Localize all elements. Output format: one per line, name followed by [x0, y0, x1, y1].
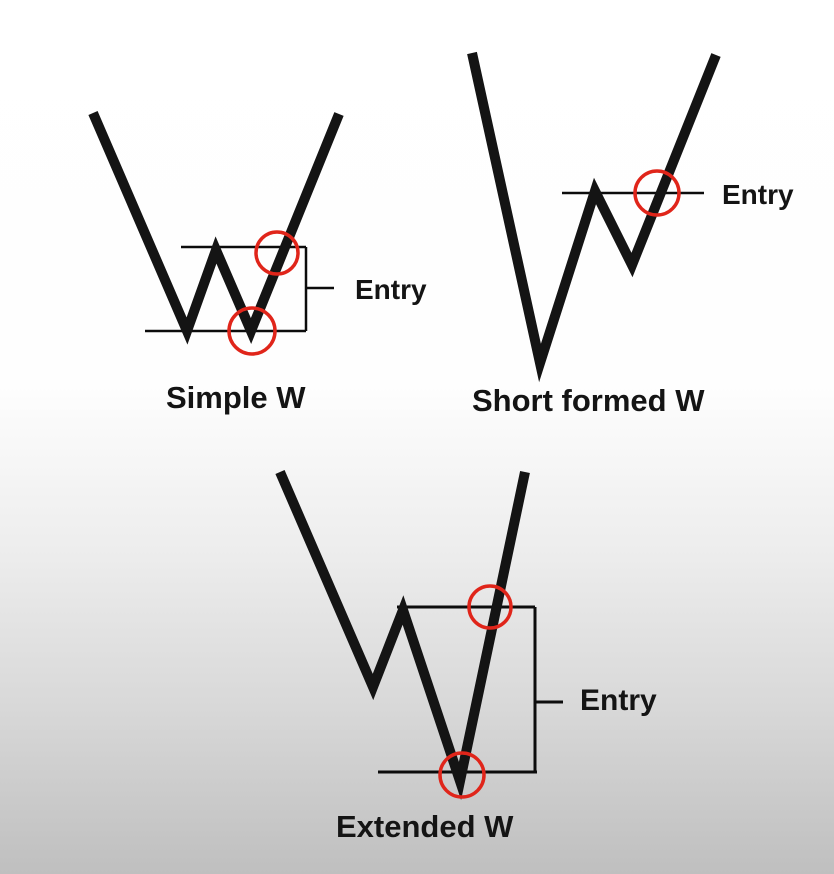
extended-w-group — [275, 470, 563, 801]
simple-w-group — [88, 111, 344, 356]
simple-w-entry-circle — [254, 230, 300, 276]
simple-w-shape — [88, 111, 344, 345]
extended-w-caption: Extended W — [336, 809, 514, 844]
extended-w-entry-circle — [467, 584, 513, 630]
simple-w-entry-label: Entry — [355, 274, 427, 305]
extended-w-entry-label: Entry — [580, 684, 657, 717]
short-formed-w-entry-label: Entry — [722, 179, 794, 210]
extended-w-entry-circle — [438, 751, 486, 799]
simple-w-caption: Simple W — [166, 380, 306, 415]
simple-w-entry-circle — [227, 306, 277, 356]
short-formed-w-shape — [467, 51, 721, 383]
short-formed-w-caption: Short formed W — [472, 383, 705, 418]
short-formed-w-group — [467, 51, 721, 383]
short-formed-w-entry-circle — [633, 169, 681, 217]
extended-w-shape — [275, 470, 530, 801]
